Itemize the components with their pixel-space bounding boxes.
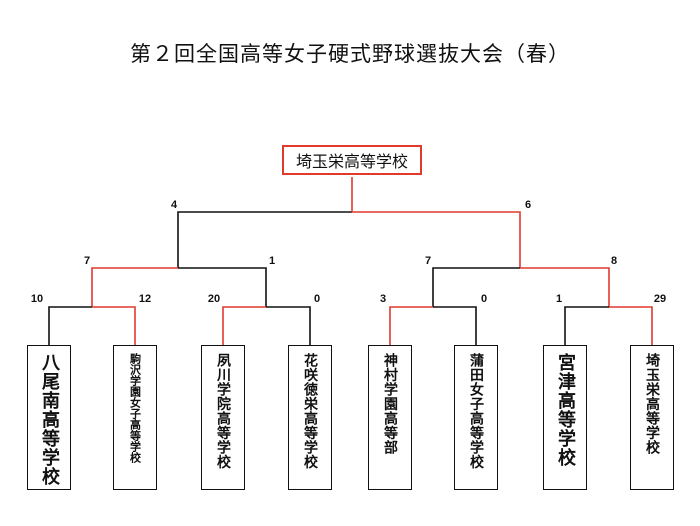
r1-m3-right — [433, 306, 477, 345]
r1-m2-left — [222, 306, 266, 345]
r1-score-3: 20 — [207, 293, 221, 305]
final-line-left — [177, 211, 352, 268]
team-name: 宮津高等学校 — [555, 353, 576, 467]
semi1-line-left — [91, 267, 178, 307]
semi2-line-right — [520, 267, 610, 307]
team-name: 夙川学院高等学校 — [215, 353, 231, 469]
semi-score-4: 8 — [610, 255, 618, 267]
semi-score-1: 7 — [83, 255, 91, 267]
r1-score-6: 0 — [480, 293, 488, 305]
final-line-right — [352, 211, 521, 268]
r1-m1-left — [48, 306, 92, 345]
team-box-1: 八尾南高等学校 — [27, 345, 71, 490]
team-name: 蒲田女子高等学校 — [468, 353, 484, 469]
team-name: 花咲徳栄高等学校 — [302, 353, 318, 469]
champion-box: 埼玉栄高等学校 — [282, 145, 422, 175]
r1-m1-right — [92, 306, 136, 345]
final-score-right: 6 — [524, 199, 532, 211]
team-name: 神村学園高等部 — [382, 353, 398, 455]
team-box-7: 宮津高等学校 — [543, 345, 587, 490]
semi1-line-right — [178, 267, 267, 307]
r1-m4-left — [564, 306, 609, 345]
r1-score-8: 29 — [653, 293, 667, 305]
semi2-line-left — [432, 267, 520, 307]
r1-m2-right — [266, 306, 311, 345]
team-box-5: 神村学園高等部 — [368, 345, 412, 490]
r1-score-2: 12 — [138, 293, 152, 305]
team-box-4: 花咲徳栄高等学校 — [288, 345, 332, 490]
tournament-title: 第２回全国高等女子硬式野球選抜大会（春） — [130, 42, 570, 66]
team-box-2: 駒沢学園女子高等学校 — [113, 345, 157, 490]
team-box-3: 夙川学院高等学校 — [201, 345, 245, 490]
r1-score-4: 0 — [313, 293, 321, 305]
r1-m4-right — [609, 306, 653, 345]
team-box-6: 蒲田女子高等学校 — [454, 345, 498, 490]
r1-m3-left — [389, 306, 433, 345]
team-name: 八尾南高等学校 — [39, 353, 60, 486]
team-name: 埼玉栄高等学校 — [644, 353, 660, 455]
r1-score-7: 1 — [555, 293, 563, 305]
final-score-left: 4 — [170, 199, 178, 211]
semi-score-2: 1 — [268, 255, 276, 267]
r1-score-5: 3 — [379, 293, 387, 305]
semi-score-3: 7 — [424, 255, 432, 267]
team-name: 駒沢学園女子高等学校 — [128, 353, 142, 463]
team-box-8: 埼玉栄高等学校 — [630, 345, 674, 490]
r1-score-1: 10 — [30, 293, 44, 305]
